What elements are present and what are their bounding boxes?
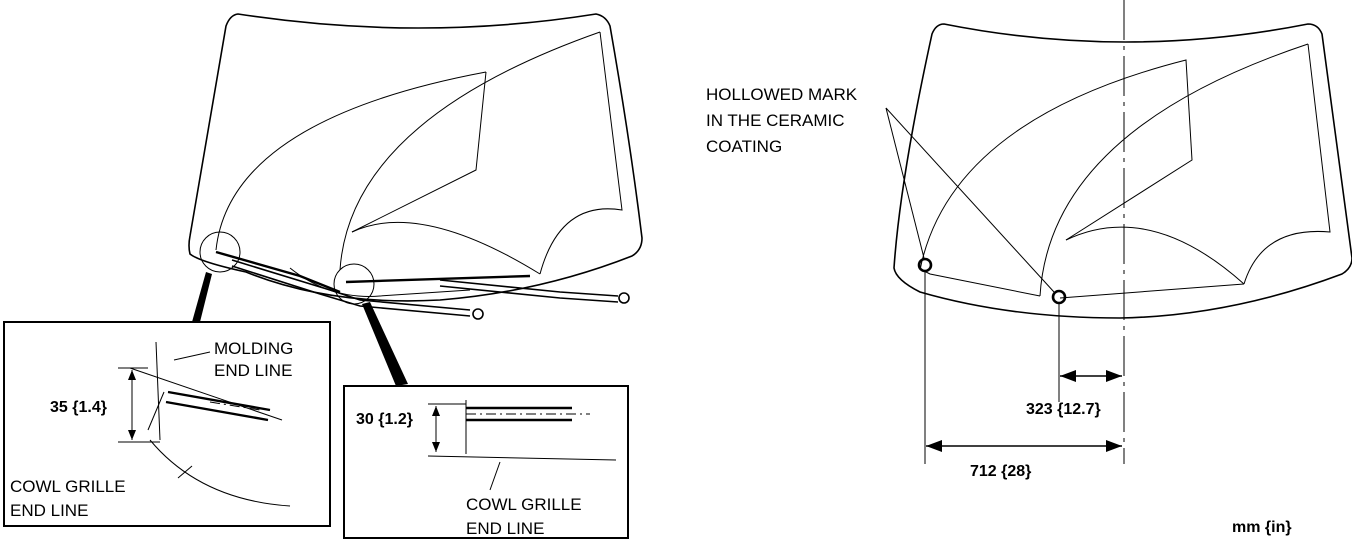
right-windshield-view: HOLLOWED MARK IN THE CERAMIC COATING 323…	[706, 0, 1352, 480]
ceramic-line-left	[539, 31, 623, 275]
wiper-pivot-driver	[472, 308, 484, 320]
sweep-arc-r2	[1065, 226, 1245, 285]
dimension-left-detail: 35 {1.4}	[50, 399, 107, 416]
detail-box-left: 35 {1.4} MOLDING END LINE COWL GRILLE EN…	[3, 321, 331, 527]
sweep-arc-right-inner	[351, 221, 541, 275]
callout-wedge-left	[192, 272, 212, 322]
detail-box-right: 30 {1.2} COWL GRILLE END LINE	[343, 385, 629, 539]
label-cowl-right-1: COWL GRILLE	[466, 495, 582, 514]
left-windshield-view	[188, 13, 643, 386]
units-label: mm {in}	[1232, 519, 1292, 536]
wiper-arm-passenger	[439, 279, 619, 297]
dimension-right-detail: 30 {1.2}	[356, 411, 413, 428]
wiper-blade-passenger	[345, 274, 531, 284]
label-hollowed-3: COATING	[706, 137, 782, 156]
sweep-arc-left-outer	[215, 71, 487, 251]
label-cowl-left-1: COWL GRILLE	[10, 477, 126, 496]
wiper-arm-passenger-b	[439, 285, 619, 303]
label-hollowed-1: HOLLOWED MARK	[706, 85, 858, 104]
dimension-mark-span: 712 {28}	[970, 463, 1031, 480]
wiper-pivot-passenger	[618, 292, 630, 304]
label-cowl-left-2: END LINE	[10, 501, 88, 520]
dimension-mark-offset: 323 {12.7}	[1026, 401, 1101, 418]
linkage	[289, 267, 471, 297]
ceramic-line-right	[1243, 43, 1331, 285]
wiper-arm-driver	[231, 259, 471, 311]
detail-circle-left	[199, 231, 241, 273]
wiper-arm-driver-b	[231, 265, 471, 317]
label-cowl-right-2: END LINE	[466, 519, 544, 538]
hollowed-mark-right	[1051, 289, 1067, 305]
label-molding-2: END LINE	[214, 361, 292, 380]
sweep-line-left-top	[351, 71, 487, 233]
ceramic-box-right	[919, 59, 1193, 271]
detail-circle-right	[333, 263, 375, 305]
callout-wedge-right	[362, 302, 408, 386]
wiper-blade-driver	[215, 250, 341, 294]
sweep-arc-r1	[1039, 43, 1309, 297]
label-molding-1: MOLDING	[214, 339, 293, 358]
sweep-arc-right-outer	[339, 31, 601, 271]
label-hollowed-2: IN THE CERAMIC	[706, 111, 845, 130]
ceramic-bottom-left	[921, 269, 1041, 297]
hollowed-mark-left	[917, 257, 933, 273]
detail-box-left-frame	[3, 321, 331, 527]
detail-box-right-frame	[343, 385, 629, 539]
windshield-outline-left	[188, 13, 643, 302]
windshield-outline-right	[893, 23, 1352, 319]
ceramic-bottom-right	[1059, 283, 1245, 299]
